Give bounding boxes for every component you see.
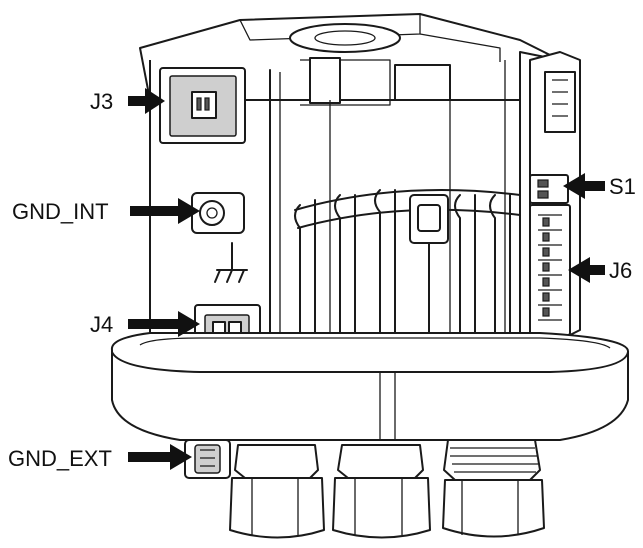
j6-arrow	[568, 257, 605, 283]
s1-arrow	[563, 173, 605, 199]
j3-label: J3	[90, 89, 113, 114]
j6-terminal-strip	[529, 204, 571, 336]
gnd-int-label: GND_INT	[12, 199, 109, 224]
ground-symbol-icon	[214, 242, 248, 283]
cable-gland-right	[442, 439, 545, 538]
gnd-ext-label: GND_EXT	[8, 446, 112, 471]
j3-connector	[159, 67, 246, 144]
j3-arrow	[128, 88, 165, 114]
j6-label: J6	[609, 258, 632, 283]
cable-bundle	[294, 189, 521, 346]
s1-switch	[529, 174, 569, 204]
gnd-int-arrow	[130, 198, 200, 224]
gnd-ext-arrow	[128, 444, 192, 470]
cable-gland-left	[229, 444, 325, 539]
gnd-int-terminal	[191, 192, 245, 234]
gnd-ext-stud	[184, 439, 231, 479]
cable-gland-center	[332, 444, 431, 539]
base-ring	[110, 332, 629, 441]
s1-label: S1	[609, 174, 636, 199]
j4-arrow	[128, 311, 200, 337]
j4-label: J4	[90, 312, 113, 337]
